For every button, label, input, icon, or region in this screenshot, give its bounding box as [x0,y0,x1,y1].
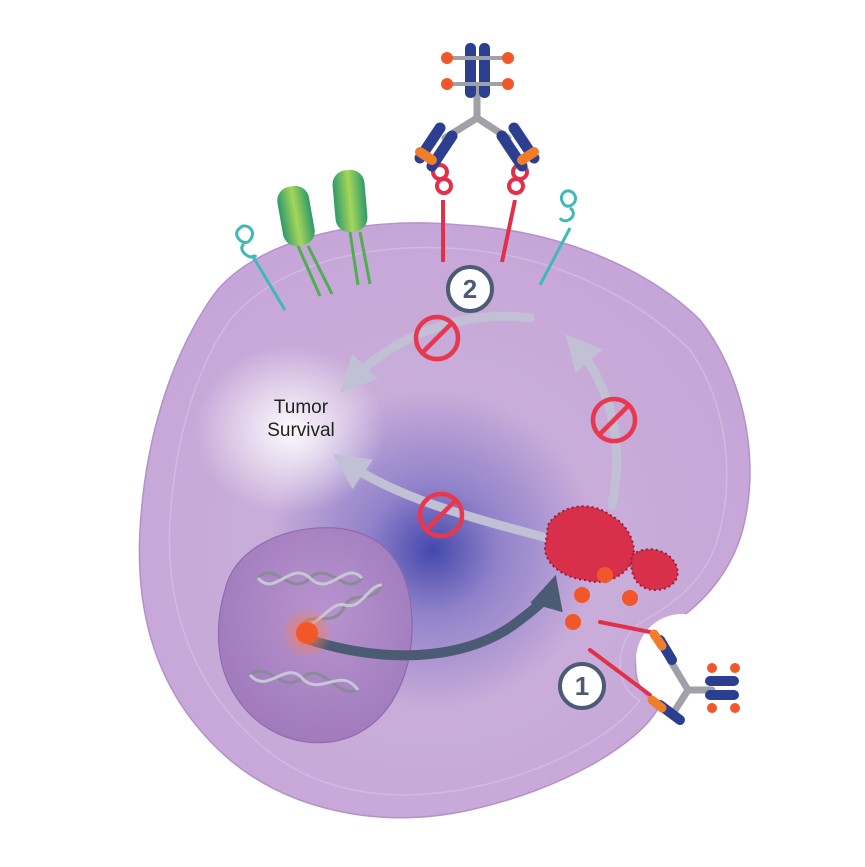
protein-cluster-icon [543,505,679,592]
payload-dot-icon [622,590,638,606]
receptor-icon [538,189,577,286]
tumor-survival-label-line1: Tumor [273,397,329,418]
inhibit-icons [413,314,638,539]
inhibit-icon [590,396,638,444]
mutation-hotspot [296,622,318,644]
receptor-icon [235,224,287,311]
cell-outer-membrane [138,222,751,819]
tumor-survival-label: Tumor Survival [256,396,346,442]
pathway-arrow-top [340,311,535,393]
step-badge-1: 1 [558,662,606,710]
signaling-pathways [333,311,622,545]
gene-expression-arrow [305,574,563,661]
antibody-icon [414,43,540,172]
tumor-cell [138,222,751,819]
pathway-arrow-center [333,453,560,545]
payload-dot-icon [574,587,590,603]
inhibit-icon [413,314,461,362]
step-badge-2: 2 [446,265,494,313]
payload-dot-icon [565,614,581,630]
inhibit-icon [417,491,465,539]
payload-dot-icon [597,567,613,583]
antibody-icon [588,620,740,725]
tumor-survival-label-line2: Survival [267,420,335,441]
receptor-icon [332,169,372,286]
receptor-icon [431,163,453,262]
dna-icon [248,669,360,694]
dna-icon [256,571,364,586]
receptor-icon [277,185,334,297]
receptor-icon [500,163,529,263]
pathway-arrow-right [565,334,622,510]
payload-dots [565,567,638,630]
